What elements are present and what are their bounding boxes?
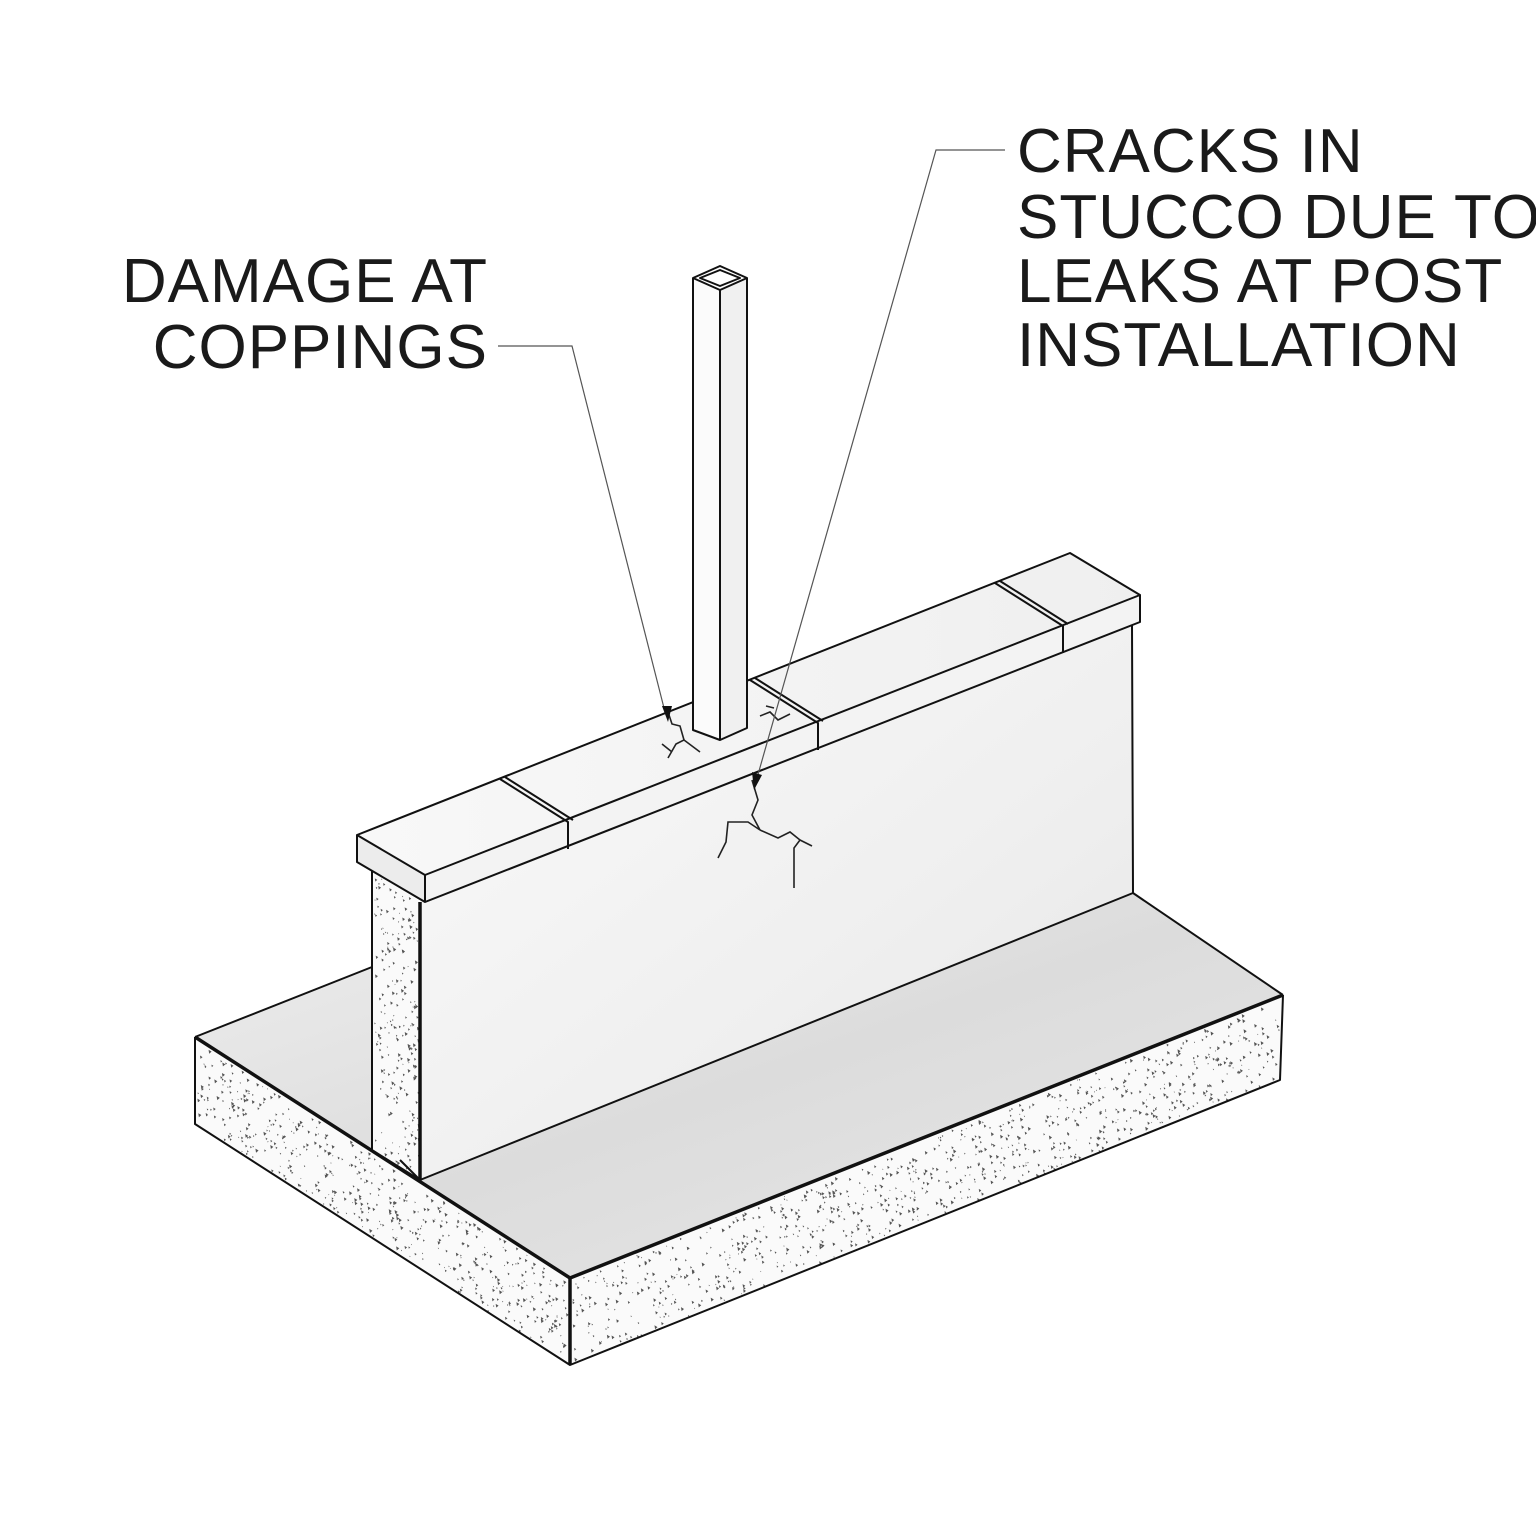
concrete-texture bbox=[197, 1007, 1280, 1362]
slab-top-surface bbox=[195, 893, 1283, 1278]
callout-cracks-line-1: CRACKS IN bbox=[1017, 117, 1364, 186]
callout-damage-line-2: COPPINGS bbox=[153, 313, 488, 382]
callout-damage-at-copings: DAMAGE AT COPPINGS bbox=[122, 247, 488, 382]
callout-cracks-line-2: STUCCO DUE TO bbox=[1017, 183, 1536, 252]
leader-damage-arrowhead bbox=[662, 706, 672, 722]
steel-post bbox=[692, 265, 748, 741]
slab-left-face bbox=[195, 1037, 570, 1365]
wall-end-section bbox=[372, 867, 420, 1180]
stucco-cracks bbox=[717, 779, 813, 888]
leader-cracks bbox=[756, 149, 1005, 779]
callout-cracks-line-3: LEAKS AT POST bbox=[1017, 247, 1503, 316]
leader-lines bbox=[498, 149, 1005, 790]
post-side-face bbox=[720, 278, 747, 740]
wall-stucco-face bbox=[420, 625, 1133, 1180]
leader-cracks-arrowhead bbox=[752, 772, 762, 790]
coping-top-surface bbox=[357, 553, 1140, 875]
coping-joints bbox=[499, 580, 1069, 849]
callout-cracks-line-4: INSTALLATION bbox=[1017, 311, 1461, 380]
stucco-wall bbox=[371, 624, 1134, 1181]
leader-damage bbox=[498, 345, 665, 709]
coping-end-face bbox=[357, 835, 425, 902]
coping-front-face bbox=[425, 595, 1140, 902]
coping-damage-marks bbox=[661, 705, 791, 759]
callout-damage-line-1: DAMAGE AT bbox=[122, 247, 488, 316]
coping-stones bbox=[356, 552, 1141, 903]
callout-cracks-in-stucco: CRACKS IN STUCCO DUE TO LEAKS AT POST IN… bbox=[1017, 117, 1536, 380]
post-front-face bbox=[693, 278, 720, 740]
slab-footing bbox=[194, 892, 1284, 1366]
